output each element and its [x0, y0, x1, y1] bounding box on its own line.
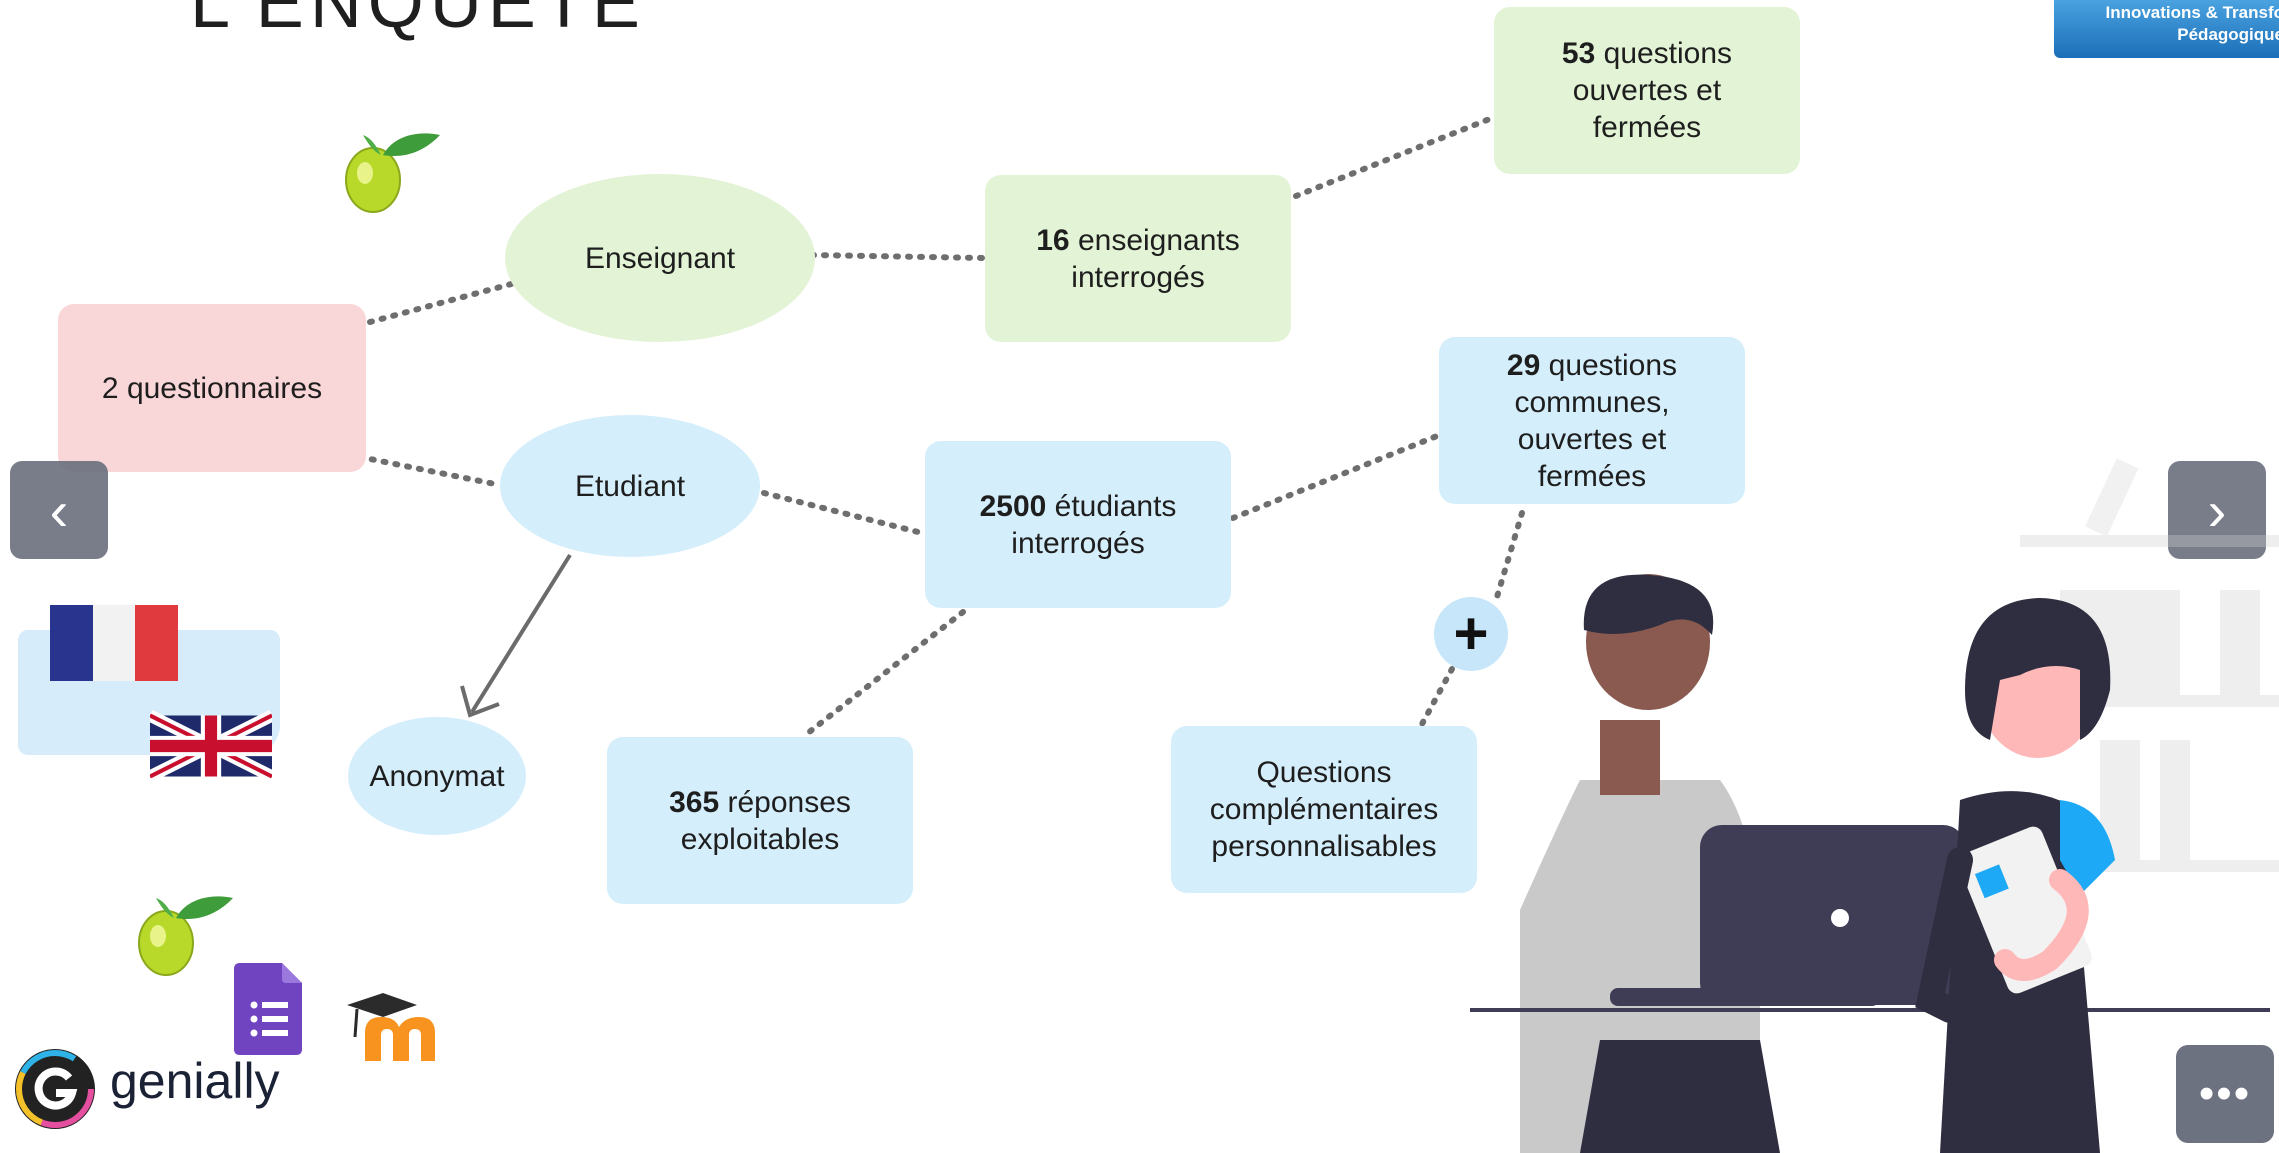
connector-count-responses: [805, 609, 966, 736]
prev-slide-button[interactable]: ‹: [10, 461, 108, 559]
french-flag-icon: [50, 605, 178, 681]
connector-questionnaires-student: [357, 454, 503, 488]
people-laptop-illustration: [1470, 458, 2279, 1153]
node-common-questions-label: 29 questions communes, ouvertes et fermé…: [1506, 348, 1678, 493]
institution-logo: Innovations & Transfo Pédagogique: [2054, 0, 2279, 58]
chevron-right-icon: ›: [2207, 478, 2227, 542]
node-teacher-label: Enseignant: [584, 241, 736, 275]
connector-plus-custom: [1419, 666, 1455, 727]
lime-icon-bottom: [138, 896, 233, 976]
google-forms-icon: [234, 963, 302, 1055]
node-questionnaires[interactable]: 2 questionnaires: [58, 304, 366, 472]
node-teachers-count[interactable]: 16 enseignants interrogés: [985, 175, 1291, 342]
moodle-icon: [347, 993, 435, 1061]
uk-flag-icon: [150, 710, 272, 782]
node-custom-questions-label: Questions complémentaires personnalisabl…: [1209, 756, 1439, 863]
logo-line-1: Innovations & Transfo: [2105, 3, 2279, 22]
connector-teacher-count: [809, 252, 988, 261]
node-teacher[interactable]: Enseignant: [505, 174, 815, 342]
node-teacher-questions-label: 53 questions ouvertes et fermées: [1561, 37, 1733, 144]
more-options-button[interactable]: •••: [2176, 1045, 2274, 1143]
node-student[interactable]: Etudiant: [500, 415, 760, 557]
node-responses-label: 365 réponses exploitables: [669, 785, 851, 856]
page-title: L'ENQUÊTE: [190, 0, 646, 43]
node-anonymat[interactable]: Anonymat: [348, 717, 526, 835]
lime-icon: [345, 133, 440, 213]
node-students-count[interactable]: 2500 étudiants interrogés: [925, 441, 1231, 608]
connector-questionnaires-teacher: [367, 280, 518, 325]
node-anonymat-label: Anonymat: [369, 759, 505, 793]
genially-logo-icon: [15, 1049, 95, 1129]
node-custom-questions[interactable]: Questions complémentaires personnalisabl…: [1171, 726, 1477, 893]
node-common-questions[interactable]: 29 questions communes, ouvertes et fermé…: [1439, 337, 1745, 504]
node-teachers-count-label: 16 enseignants interrogés: [1036, 223, 1240, 294]
node-questionnaires-label: 2 questionnaires: [101, 371, 323, 405]
logo-line-2: Pédagogique: [2177, 25, 2279, 44]
chevron-left-icon: ‹: [49, 478, 69, 542]
plus-button[interactable]: +: [1434, 597, 1508, 671]
connector-count-questions: [1293, 115, 1495, 199]
genially-wordmark: genially: [110, 1053, 280, 1109]
node-student-label: Etudiant: [574, 469, 686, 503]
next-slide-button[interactable]: ›: [2168, 461, 2266, 559]
arrow-student-anonymat: [460, 553, 572, 718]
connector-count-common: [1230, 433, 1440, 521]
connector-common-plus: [1494, 510, 1525, 600]
connector-student-count: [761, 490, 925, 536]
node-responses[interactable]: 365 réponses exploitables: [607, 737, 913, 904]
node-students-count-label: 2500 étudiants interrogés: [979, 489, 1177, 560]
node-teacher-questions[interactable]: 53 questions ouvertes et fermées: [1494, 7, 1800, 174]
dots-icon: •••: [2198, 1069, 2252, 1118]
